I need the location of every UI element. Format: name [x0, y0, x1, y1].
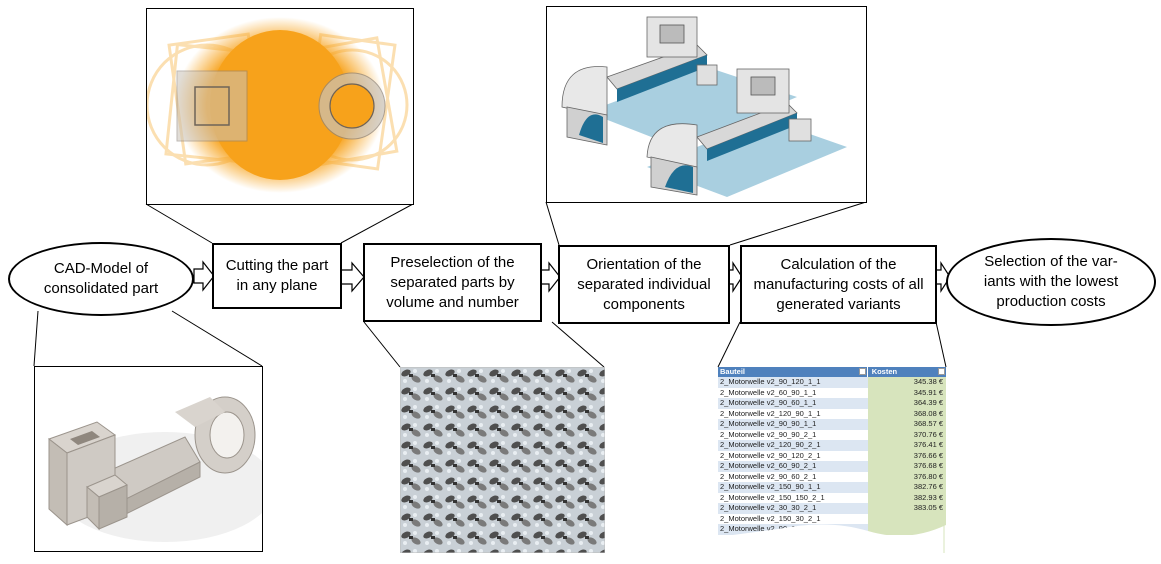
zoom-line	[717, 321, 741, 368]
part-name-cell: 2_Motorwelle v2_90_60_2_1	[718, 471, 869, 482]
cad-model-illustration	[34, 366, 263, 552]
filter-dropdown-icon	[938, 368, 945, 375]
step-cad-model: CAD-Model of consolidated part	[8, 242, 194, 316]
oriented-parts-image	[561, 16, 847, 197]
cad-part-image	[47, 396, 262, 542]
cutting-illustration	[146, 8, 414, 205]
zoom-line	[363, 321, 401, 368]
part-name-cell: 2_Motorwelle v2_120_90_2_1	[718, 440, 869, 451]
part-name-cell: 2_Motorwelle v2_60_90_2_1	[718, 461, 869, 472]
step-label: Preselection of the separated parts by v…	[386, 253, 519, 311]
zoom-line	[545, 201, 560, 246]
part-name-cell: 2_Motorwelle v2_120_90_1_1	[718, 408, 869, 419]
zoom-line	[729, 201, 867, 246]
part-name-cell: 2_Motorwelle v2_90_120_1_1	[718, 377, 869, 388]
step-orientation: Orientation of the separated individual …	[558, 245, 730, 324]
step-selection: Selection of the var- iants with the low…	[946, 238, 1156, 326]
cost-cell: 383.05 €	[868, 503, 946, 514]
cost-table: Bauteil Kosten 2_Motorwelle v2_90_120_1_…	[718, 367, 946, 553]
cost-cell: 345.38 €	[868, 377, 946, 388]
step-label: Selection of the var- iants with the low…	[983, 253, 1119, 310]
zoom-line	[935, 321, 947, 368]
part-name-cell: 2_Motorwelle v2_30_30_2_1	[718, 503, 869, 514]
cost-cell: 370.76 €	[868, 429, 946, 440]
parts-pattern-image	[400, 367, 605, 553]
column-header-part: Bauteil	[718, 367, 867, 377]
orientation-illustration	[546, 6, 867, 203]
cost-cell: 376.66 €	[868, 450, 946, 461]
part-name-cell: 2_Motorwelle v2_150_30_2_1	[718, 513, 869, 524]
flow-arrow	[340, 261, 365, 293]
cost-cell	[868, 524, 946, 535]
cost-cell: 382.76 €	[868, 482, 946, 493]
cut-planes-image	[147, 17, 409, 193]
cost-cell: 345.91 €	[868, 387, 946, 398]
cost-cell: 364.39 €	[868, 398, 946, 409]
cost-cell: 376.80 €	[868, 471, 946, 482]
filter-dropdown-icon	[858, 368, 866, 375]
zoom-line	[33, 310, 39, 367]
part-name-cell: 2_Motorwelle v2_60_90_1_1	[718, 387, 869, 398]
column-header-cost: Kosten	[866, 367, 946, 377]
torn-edge	[718, 517, 946, 553]
preselection-illustration	[400, 367, 605, 553]
cost-cell: 368.08 €	[868, 408, 946, 419]
cost-cell: 376.68 €	[868, 461, 946, 472]
step-label: Calculation of the manufacturing costs o…	[753, 255, 924, 313]
cost-cell	[868, 513, 946, 524]
step-label: CAD-Model of consolidated part	[43, 260, 159, 297]
part-name-cell: 2_Motorwelle v2_90_90_2_1	[718, 429, 869, 440]
part-name-cell: 2_Motorwelle v2_90_60_1_1	[718, 398, 869, 409]
part-name-cell: 2_Motorwelle v2_150_150_2_1	[718, 492, 869, 503]
step-preselection: Preselection of the separated parts by v…	[363, 243, 542, 322]
cost-cell: 368.57 €	[868, 419, 946, 430]
table-header: Bauteil Kosten	[718, 367, 946, 377]
step-calculation: Calculation of the manufacturing costs o…	[740, 245, 937, 324]
zoom-line	[551, 321, 605, 368]
cost-cell: 382.93 €	[868, 492, 946, 503]
part-name-cell: 2_Motorwelle v2_90_90_1_1	[718, 419, 869, 430]
part-name-cell: 2_Motorwelle v2_150_90_1_1	[718, 482, 869, 493]
step-label: Orientation of the separated individual …	[577, 255, 711, 313]
zoom-line	[145, 203, 213, 244]
zoom-line	[171, 310, 263, 367]
step-cutting: Cutting the part in any plane	[212, 243, 342, 309]
flow-arrow	[193, 260, 215, 292]
cost-cell: 376.41 €	[868, 440, 946, 451]
step-label: Cutting the part in any plane	[225, 257, 329, 294]
part-name-cell: 2_Motorwelle v2_90_120_2_1	[718, 450, 869, 461]
table-row: 2_Motorwelle v2_150_30_2_1	[718, 513, 946, 524]
zoom-line	[340, 203, 414, 244]
flow-arrow	[540, 261, 561, 293]
